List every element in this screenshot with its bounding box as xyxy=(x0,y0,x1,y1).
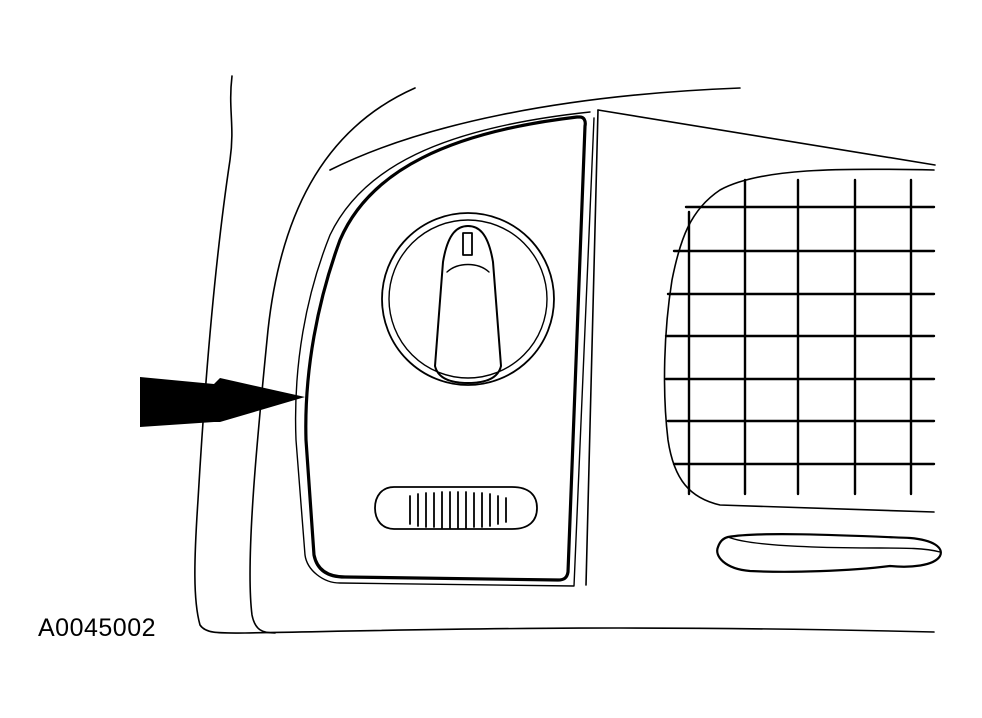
headlamp-knob xyxy=(381,212,555,386)
dashboard-outline xyxy=(194,75,936,634)
figure-id: A0045002 xyxy=(38,614,157,642)
dimmer-thumbwheel xyxy=(374,486,538,530)
lower-pocket xyxy=(716,533,942,573)
arrow-right-icon xyxy=(140,377,305,427)
switch-panel-bezel xyxy=(294,111,595,587)
vent-grille xyxy=(663,168,936,513)
